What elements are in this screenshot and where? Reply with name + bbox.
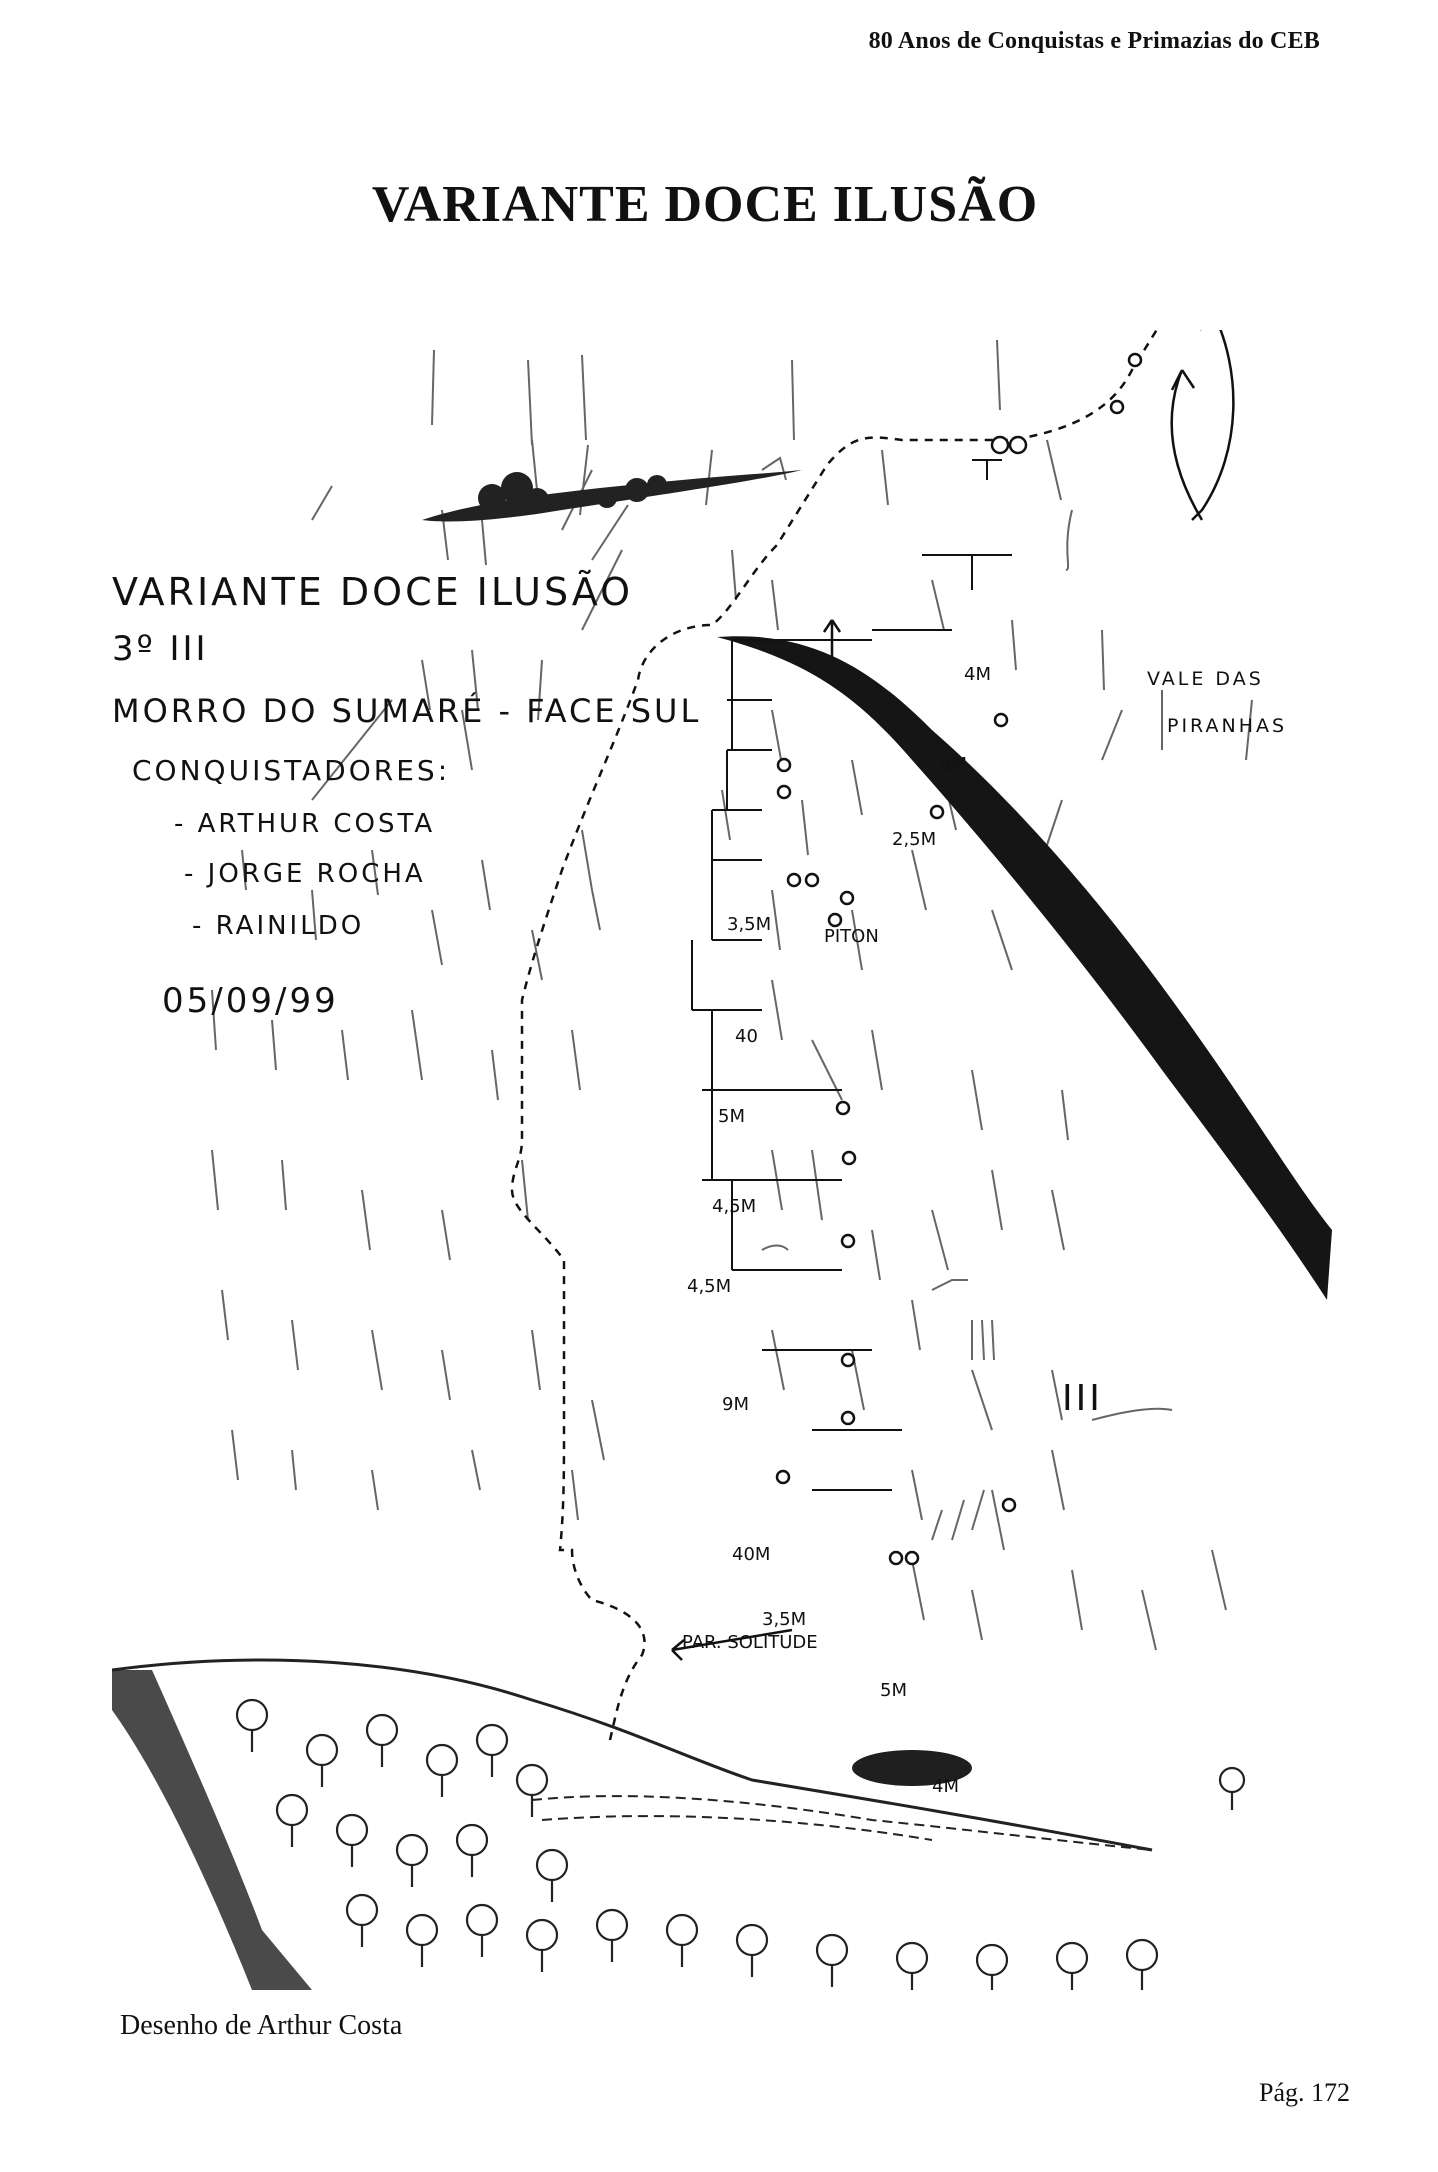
grade-mark: III bbox=[1062, 1378, 1103, 1419]
sketch-route-name: VARIANTE DOCE ILUSÃO bbox=[112, 570, 633, 614]
belay-points bbox=[775, 352, 1143, 1566]
distance-label: 9M bbox=[722, 1394, 749, 1415]
distance-label: 3,5M bbox=[727, 914, 771, 935]
measure-lines bbox=[691, 459, 1012, 1491]
trail-label: PAR. SOLITUDE bbox=[682, 1632, 818, 1653]
page-number: Pág. 172 bbox=[1259, 2078, 1350, 2107]
arrow-markers bbox=[671, 330, 1235, 1661]
sketch-author-2: - JORGE ROCHA bbox=[184, 859, 426, 889]
distance-label: 2,5M bbox=[892, 829, 936, 850]
rock-texture bbox=[211, 339, 1253, 1651]
distance-label: 5M bbox=[880, 1680, 907, 1701]
distance-label: 4,5M bbox=[712, 1196, 756, 1217]
vale-label-2: PIRANHAS bbox=[1167, 715, 1287, 737]
trees bbox=[235, 1698, 1246, 1990]
ground-line bbox=[112, 1658, 1153, 1852]
distance-label: 40M bbox=[732, 1544, 770, 1565]
distance-label: 40 bbox=[735, 1026, 758, 1047]
route-line bbox=[510, 330, 1159, 1741]
running-header: 80 Anos de Conquistas e Primazias do CEB bbox=[868, 28, 1320, 54]
distance-label: 4M bbox=[932, 1776, 959, 1797]
page-title: VARIANTE DOCE ILUSÃO bbox=[371, 176, 1039, 233]
distance-label: 5M bbox=[940, 754, 967, 775]
sketch-date: 05/09/99 bbox=[162, 981, 339, 1021]
distance-label: 5M bbox=[718, 1106, 745, 1127]
sketch-labels: VARIANTE DOCE ILUSÃO 3º III MORRO DO SUM… bbox=[112, 570, 1287, 1797]
distance-label: 3,5M bbox=[762, 1609, 806, 1630]
route-sketch: VARIANTE DOCE ILUSÃO 3º III MORRO DO SUM… bbox=[112, 330, 1332, 1990]
trail bbox=[531, 1795, 1153, 1851]
sketch-authors-label: CONQUISTADORES: bbox=[132, 754, 450, 787]
sketch-author-1: - ARTHUR COSTA bbox=[174, 809, 435, 839]
distance-label: 4M bbox=[964, 664, 991, 685]
sketch-location: MORRO DO SUMARÉ - FACE SUL bbox=[112, 692, 701, 730]
sketch-grade: 3º III bbox=[112, 629, 209, 669]
piton-label: PITON bbox=[824, 926, 879, 947]
vale-label-1: VALE DAS bbox=[1147, 668, 1264, 690]
sketch-author-3: - RAINILDO bbox=[192, 911, 364, 941]
top-ledge bbox=[422, 470, 802, 522]
figure-caption: Desenho de Arthur Costa bbox=[120, 2010, 403, 2041]
rock-band bbox=[112, 1670, 312, 1990]
distance-label: 4,5M bbox=[687, 1276, 731, 1297]
shadow-patch bbox=[852, 1750, 972, 1786]
